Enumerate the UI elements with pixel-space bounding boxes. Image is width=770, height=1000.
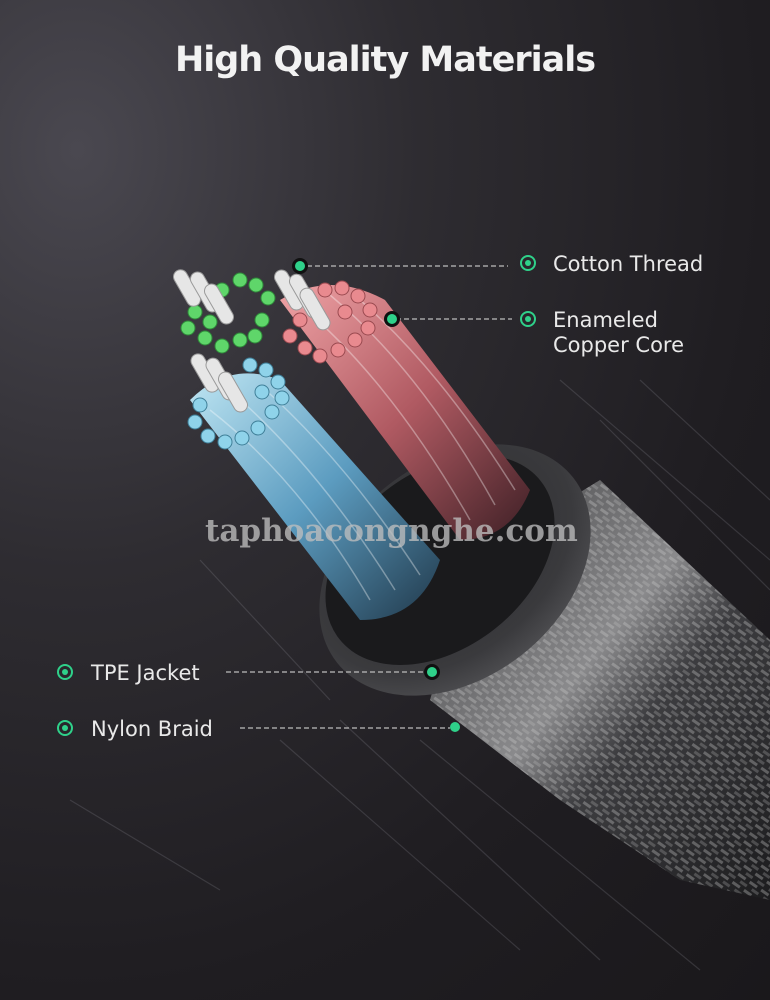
watermark: taphoacongnghe.com [205,513,578,549]
callout-cotton-thread: Cotton Thread [553,252,704,276]
callout-anchor-dots [292,258,460,732]
page-title: High Quality Materials [174,40,596,80]
target-dot-icon [57,664,73,680]
callout-enameled-copper-core-line2: Copper Core [553,333,685,357]
callout-enameled-copper-core-line1: Enameled [553,308,658,332]
target-dot-icon [57,720,73,736]
red-strand-ends [282,280,378,364]
green-strand-ends [180,272,276,354]
callout-tpe-jacket: TPE Jacket [91,661,200,685]
cotton-threads [173,269,331,413]
target-dot-icon [520,255,536,271]
blue-strand-ends [187,357,290,450]
callout-nylon-braid: Nylon Braid [91,717,213,741]
callout-leader-lines [226,265,512,729]
target-dot-icon [520,311,536,327]
